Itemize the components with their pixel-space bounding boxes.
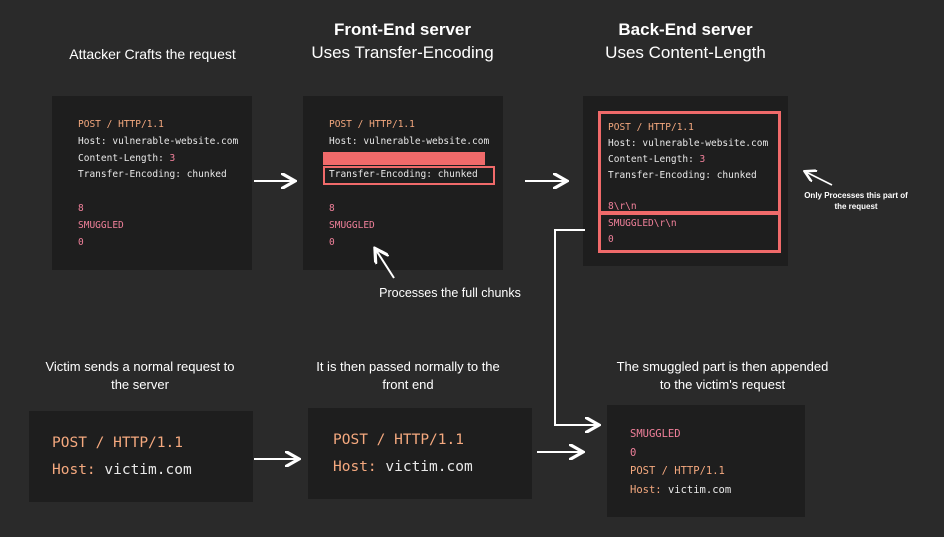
attacker-request-box: POST / HTTP/1.1 Host: vulnerable-website… [52, 96, 252, 270]
front-end-request-box: POST / HTTP/1.1 Host: vulnerable-website… [303, 96, 503, 270]
arrow-processes-pointer [376, 250, 395, 279]
request-line: POST / HTTP/1.1 [608, 122, 694, 133]
host-line: Host: vulnerable-website.com [608, 138, 769, 149]
front-end-title: Front-End server [334, 20, 471, 39]
victim-sends-label: Victim sends a normal request to the ser… [45, 359, 235, 392]
processes-full-label: Processes the full chunks [379, 286, 521, 300]
host-line: Host: vulnerable-website.com [329, 136, 490, 147]
front-end-heading: Front-End server Uses Transfer-Encoding [290, 20, 515, 63]
host-line: Host: victim.com [52, 462, 192, 478]
chunk-body-line: SMUGGLED [329, 220, 375, 231]
only-processes-label: Only Processes this part of the request [804, 191, 908, 211]
request-line: POST / HTTP/1.1 [78, 119, 164, 130]
back-end-request-box: POST / HTTP/1.1 Host: vulnerable-website… [583, 96, 788, 266]
request-line: POST / HTTP/1.1 [52, 435, 183, 451]
smuggled-part-highlight [598, 212, 781, 253]
host-line: Host: victim.com [333, 459, 473, 475]
chunk-size-line: 8\r\n [608, 201, 637, 212]
chunk-body-line: SMUGGLED [78, 220, 124, 231]
host-line: Host: victim.com [630, 484, 732, 496]
terminator-line: 0 [78, 237, 84, 248]
transfer-encoding-line: Transfer-Encoding: chunked [608, 170, 757, 181]
host-line: Host: vulnerable-website.com [78, 136, 239, 147]
terminator-line: 0 [608, 234, 614, 245]
request-line: POST / HTTP/1.1 [329, 119, 415, 130]
passed-request-box: POST / HTTP/1.1 Host: victim.com [308, 408, 532, 499]
content-length-redaction [323, 152, 485, 165]
request-line: POST / HTTP/1.1 [630, 465, 725, 477]
chunk-body-line: SMUGGLED\r\n [608, 218, 677, 229]
merged-request-box: SMUGGLED 0 POST / HTTP/1.1 Host: victim.… [607, 405, 805, 517]
transfer-encoding-line: Transfer-Encoding: chunked [78, 169, 227, 180]
content-length-line: Content-Length: 3 [78, 153, 176, 164]
chunk-size-line: 8 [329, 203, 335, 214]
smuggled-line: SMUGGLED [630, 428, 681, 440]
back-end-title: Back-End server [618, 20, 753, 39]
victim-request-box: POST / HTTP/1.1 Host: victim.com [29, 411, 253, 502]
terminator-line: 0 [630, 447, 637, 459]
chunk-size-line: 8 [78, 203, 84, 214]
smuggled-appended-label: The smuggled part is then appended to th… [616, 359, 829, 392]
front-end-subtitle: Uses Transfer-Encoding [311, 43, 494, 62]
arrow-smuggled-path [554, 229, 597, 425]
back-end-subtitle: Uses Content-Length [605, 43, 766, 62]
content-length-line: Content-Length: 3 [608, 154, 706, 165]
terminator-line: 0 [329, 237, 335, 248]
back-end-heading: Back-End server Uses Content-Length [573, 20, 798, 63]
passed-normally-label: It is then passed normally to the front … [316, 359, 500, 392]
attacker-heading: Attacker Crafts the request [69, 46, 236, 62]
transfer-encoding-highlight [323, 166, 495, 185]
arrow-only-processes-pointer [806, 172, 833, 186]
request-line: POST / HTTP/1.1 [333, 432, 464, 448]
transfer-encoding-line: Transfer-Encoding: chunked [329, 169, 478, 180]
